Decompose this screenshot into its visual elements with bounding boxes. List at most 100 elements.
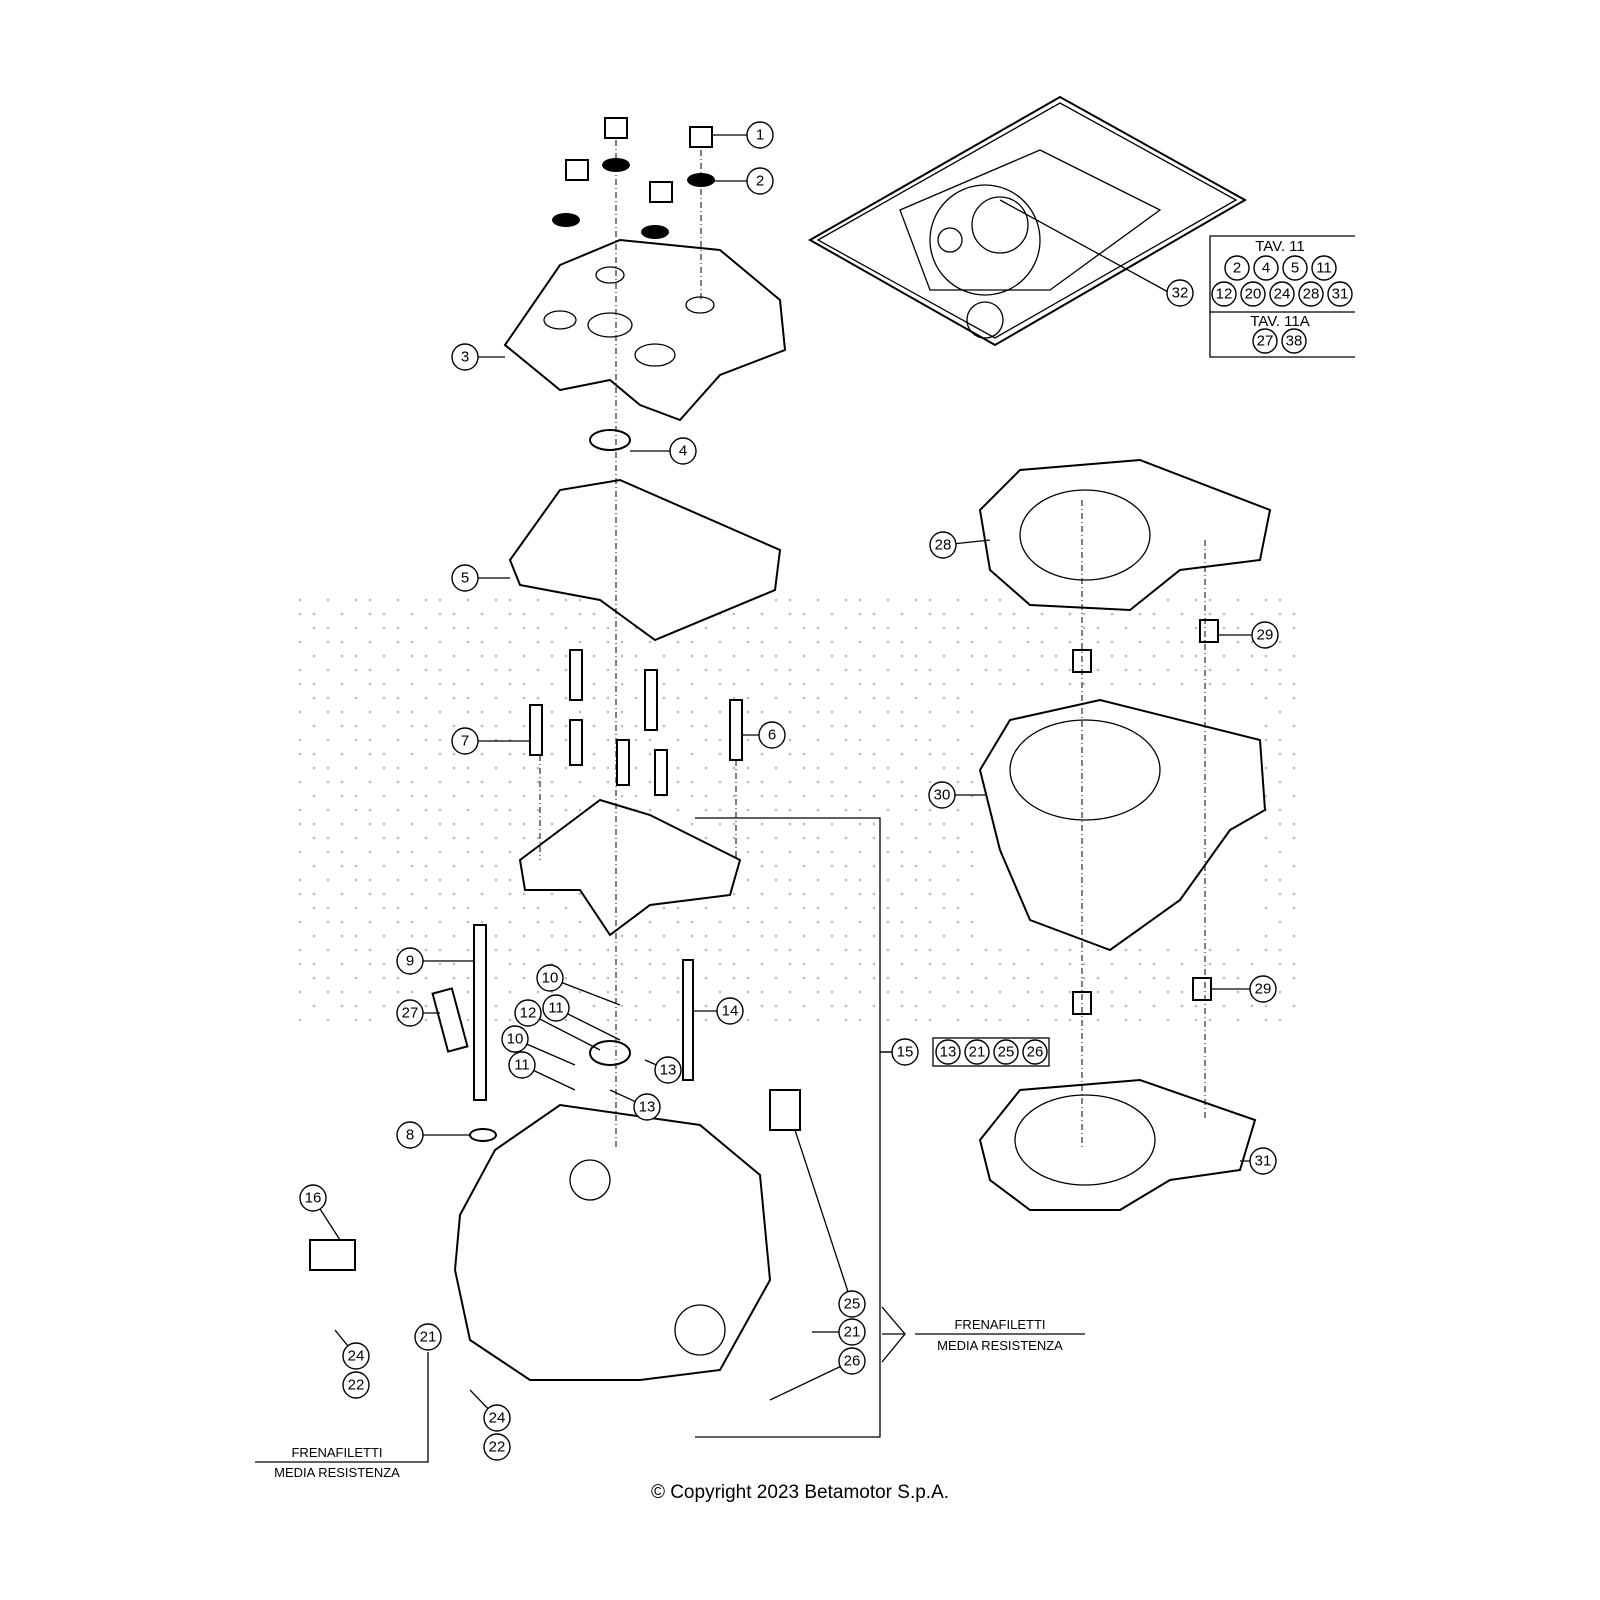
callout-29: 29 xyxy=(1249,975,1277,1003)
callout-25: 25 xyxy=(838,1290,866,1318)
svg-text:5: 5 xyxy=(1291,260,1299,277)
o-ring-drawing xyxy=(589,1040,631,1066)
svg-text:4: 4 xyxy=(1262,260,1270,277)
callout-21: 21 xyxy=(414,1323,442,1351)
head-bolt-drawing xyxy=(473,924,487,1101)
tav11-part-28: 28 xyxy=(1298,281,1324,307)
callout-1: 1 xyxy=(746,121,774,149)
svg-text:11: 11 xyxy=(548,1000,564,1017)
kit-15-part-21: 21 xyxy=(964,1039,990,1065)
temperature-sensor-drawing xyxy=(309,1239,356,1271)
svg-text:3: 3 xyxy=(461,349,469,366)
svg-text:24: 24 xyxy=(489,1410,506,1427)
callout-22: 22 xyxy=(483,1433,511,1461)
valve-cover-drawing xyxy=(503,238,787,422)
tav11-part-5: 5 xyxy=(1282,255,1308,281)
reference-table: TAV. 11 TAV. 11A xyxy=(999,199,1355,358)
callout-11: 11 xyxy=(508,1051,536,1079)
note-right-line2: MEDIA RESISTENZA xyxy=(937,1338,1063,1353)
callout-6: 6 xyxy=(758,721,786,749)
callout-8: 8 xyxy=(396,1121,424,1149)
svg-text:38: 38 xyxy=(1286,333,1303,350)
svg-text:13: 13 xyxy=(660,1062,677,1079)
svg-text:20: 20 xyxy=(1245,286,1262,303)
svg-text:22: 22 xyxy=(348,1377,365,1394)
svg-text:9: 9 xyxy=(406,953,414,970)
svg-text:8: 8 xyxy=(406,1127,414,1144)
cylinder-drawing xyxy=(978,698,1267,952)
svg-text:13: 13 xyxy=(639,1099,656,1116)
svg-text:10: 10 xyxy=(542,970,559,987)
tav11-part-31: 31 xyxy=(1327,281,1353,307)
svg-text:11: 11 xyxy=(514,1057,530,1074)
svg-text:4: 4 xyxy=(679,443,687,460)
svg-text:25: 25 xyxy=(998,1044,1015,1061)
callout-12: 12 xyxy=(514,999,542,1027)
leader-line xyxy=(769,1360,853,1401)
threadlocker-notes: FRENAFILETTI MEDIA RESISTENZA FRENAFILET… xyxy=(255,1306,1085,1480)
callout-3: 3 xyxy=(451,343,479,371)
head-gasket-drawing xyxy=(978,458,1272,612)
svg-text:28: 28 xyxy=(1303,286,1320,303)
svg-text:13: 13 xyxy=(940,1044,957,1061)
tav11-part-2: 2 xyxy=(1224,255,1250,281)
kit-15-part-25: 25 xyxy=(993,1039,1019,1065)
svg-text:28: 28 xyxy=(935,537,952,554)
seal-drawing xyxy=(589,429,631,451)
cover-gasket-drawing xyxy=(508,478,782,642)
kit-bracket xyxy=(695,817,881,1438)
callout-9: 9 xyxy=(396,947,424,975)
callout-32: 32 xyxy=(1166,279,1194,307)
svg-text:12: 12 xyxy=(1216,286,1233,303)
svg-text:27: 27 xyxy=(1257,333,1274,350)
spacer-drawing xyxy=(769,1089,801,1131)
svg-text:29: 29 xyxy=(1255,981,1272,998)
svg-text:22: 22 xyxy=(489,1439,506,1456)
callout-7: 7 xyxy=(451,727,479,755)
callout-5: 5 xyxy=(451,564,479,592)
svg-text:27: 27 xyxy=(402,1005,419,1022)
note-right-line1: FRENAFILETTI xyxy=(954,1317,1045,1332)
camshaft-bolts-drawing xyxy=(529,649,743,796)
callout-13: 13 xyxy=(654,1056,682,1084)
svg-text:10: 10 xyxy=(507,1031,524,1048)
tav11-part-24: 24 xyxy=(1269,281,1295,307)
callout-16: 16 xyxy=(299,1184,327,1212)
svg-text:14: 14 xyxy=(722,1003,739,1020)
cover-bolts-drawing xyxy=(552,117,715,239)
callout-27: 27 xyxy=(396,999,424,1027)
callout-10: 10 xyxy=(536,964,564,992)
tav11-part-12: 12 xyxy=(1211,281,1237,307)
callout-24: 24 xyxy=(483,1404,511,1432)
svg-text:31: 31 xyxy=(1332,286,1349,303)
note-left-line2: MEDIA RESISTENZA xyxy=(274,1465,400,1480)
svg-text:15: 15 xyxy=(897,1044,914,1061)
svg-text:32: 32 xyxy=(1172,285,1189,302)
callout-4: 4 xyxy=(669,437,697,465)
stud-drawing xyxy=(682,959,694,1081)
tav11a-part-27: 27 xyxy=(1252,328,1278,354)
callout-10: 10 xyxy=(501,1025,529,1053)
kit-15-part-26: 26 xyxy=(1022,1039,1048,1065)
svg-text:26: 26 xyxy=(844,1353,861,1370)
tav11-part-11: 11 xyxy=(1311,255,1337,281)
callout-29: 29 xyxy=(1251,621,1279,649)
svg-text:30: 30 xyxy=(934,787,951,804)
base-gasket-drawing xyxy=(978,1078,1257,1211)
dowel-drawing xyxy=(1199,619,1219,643)
svg-text:1: 1 xyxy=(756,127,764,144)
callout-22: 22 xyxy=(342,1371,370,1399)
kit-15-box xyxy=(932,1037,1050,1067)
svg-text:5: 5 xyxy=(461,570,469,587)
callout-13: 13 xyxy=(633,1093,661,1121)
callout-30: 30 xyxy=(928,781,956,809)
tav11a-part-38: 38 xyxy=(1281,328,1307,354)
tav-11-title: TAV. 11 xyxy=(1255,238,1304,255)
svg-text:2: 2 xyxy=(756,173,764,190)
cylinder-head-drawing xyxy=(453,1103,772,1381)
kit-15-part-13: 13 xyxy=(935,1039,961,1065)
callout-14: 14 xyxy=(716,997,744,1025)
callout-2: 2 xyxy=(746,167,774,195)
